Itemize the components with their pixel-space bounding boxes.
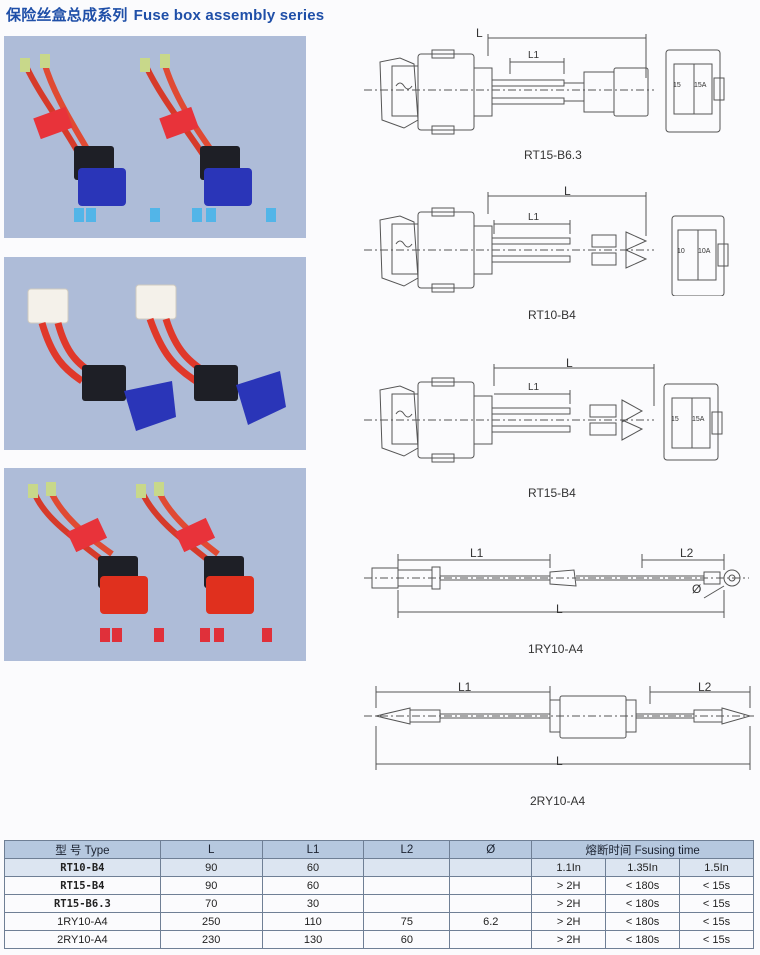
fuse-holder-white-connector-photo (4, 257, 306, 450)
cell-l1: 60 (261, 858, 365, 877)
fuse-rating-amp: 15A (694, 82, 707, 89)
white-connector-holder-left (27, 288, 176, 431)
fusing-sub-1: 1.1In (531, 858, 607, 877)
diameter-label: Ø (692, 582, 702, 596)
dim-l2-label: L2 (680, 546, 694, 560)
cell-l1: 110 (261, 912, 365, 931)
cell-diameter (449, 858, 533, 877)
cell-fusing-1: > 2H (531, 894, 607, 913)
dim-l2-label: L2 (698, 680, 712, 694)
cell-diameter: 6.2 (449, 912, 533, 931)
cell-type: 2RY10-A4 (4, 930, 161, 949)
table-row: RT15-B4 90 60 > 2H < 180s < 15s (4, 876, 754, 895)
cell-l1: 60 (261, 876, 365, 895)
fuse-rating-amp: 15A (692, 416, 705, 423)
cell-type: RT15-B4 (4, 876, 161, 895)
caption-rt10-b4: RT10-B4 (528, 308, 576, 322)
dim-l1-label: L1 (528, 50, 540, 61)
diagram-2ry10-a4: L1 L2 L (364, 678, 754, 778)
cell-l: 90 (159, 876, 263, 895)
diagram-1ry10-a4: L1 L2 L Ø (364, 540, 754, 630)
dim-l1-label: L1 (528, 382, 540, 393)
cell-l1: 30 (261, 894, 365, 913)
diagram-rt15-b4: L L1 15 15A (364, 356, 754, 466)
dim-l-label: L (556, 602, 563, 616)
fuse-holder-blue-cover-photo (4, 36, 306, 238)
cell-fusing-3: < 15s (679, 894, 754, 913)
cell-fusing-2: < 180s (605, 930, 681, 949)
page-title: 保险丝盒总成系列 Fuse box assembly series (6, 4, 324, 25)
cell-l2 (363, 894, 451, 913)
white-connector-holder-right (135, 284, 286, 425)
red-fuse-holder-left (28, 482, 148, 642)
cell-fusing-2: < 180s (605, 894, 681, 913)
table-row: RT15-B6.3 70 30 > 2H < 180s < 15s (4, 894, 754, 913)
header-l: L (159, 840, 263, 859)
caption-2ry10-a4: 2RY10-A4 (530, 794, 586, 808)
cell-diameter (449, 930, 533, 949)
cell-type: RT15-B6.3 (4, 894, 161, 913)
cell-l2 (363, 876, 451, 895)
specification-table: 型 号 Type L L1 L2 Ø 熔断时间 Fsusing time RT1… (4, 840, 754, 949)
cell-fusing-1: > 2H (531, 930, 607, 949)
header-l1: L1 (261, 840, 365, 859)
dim-l-label: L (556, 754, 563, 768)
cell-fusing-2: < 180s (605, 912, 681, 931)
cell-type: 1RY10-A4 (4, 912, 161, 931)
table-row: RT10-B4 90 60 1.1In 1.35In 1.5In (4, 858, 754, 877)
caption-rt15-b63: RT15-B6.3 (524, 148, 582, 162)
fuse-rating-small: 15 (673, 82, 681, 89)
cell-fusing-3: < 15s (679, 876, 754, 895)
red-fuse-holder-right (136, 482, 272, 642)
cell-type: RT10-B4 (4, 858, 161, 877)
table-header-row: 型 号 Type L L1 L2 Ø 熔断时间 Fsusing time (4, 840, 754, 859)
blue-fuse-holder-left (20, 54, 126, 222)
fuse-rating-amp: 10A (698, 248, 711, 255)
cell-diameter (449, 876, 533, 895)
fuse-holder-red-cover-photo (4, 468, 306, 661)
cell-l: 90 (159, 858, 263, 877)
table-row: 1RY10-A4 250 110 75 6.2 > 2H < 180s < 15… (4, 912, 754, 931)
dim-l-label: L (566, 356, 573, 370)
cell-fusing-3: < 15s (679, 912, 754, 931)
cell-l: 230 (159, 930, 263, 949)
dim-l1-label: L1 (470, 546, 484, 560)
blue-fuse-holder-right (140, 54, 276, 222)
caption-rt15-b4: RT15-B4 (528, 486, 576, 500)
diagram-rt10-b4: L L1 10 10A (364, 184, 754, 296)
fuse-rating-small: 15 (671, 416, 679, 423)
cell-fusing-1: > 2H (531, 876, 607, 895)
header-l2: L2 (363, 840, 451, 859)
header-type: 型 号 Type (4, 840, 161, 859)
caption-1ry10-a4: 1RY10-A4 (528, 642, 584, 656)
dim-l-label: L (476, 26, 483, 40)
cell-fusing-3: < 15s (679, 930, 754, 949)
cell-l2 (363, 858, 451, 877)
header-diameter: Ø (449, 840, 533, 859)
cell-fusing-2: < 180s (605, 876, 681, 895)
cell-l1: 130 (261, 930, 365, 949)
fusing-sub-2: 1.35In (605, 858, 681, 877)
dim-l1-label: L1 (528, 212, 540, 223)
fusing-sub-3: 1.5In (679, 858, 754, 877)
title-english: Fuse box assembly series (133, 7, 325, 24)
fuse-rating-small: 10 (677, 248, 685, 255)
cell-l: 250 (159, 912, 263, 931)
dim-l1-label: L1 (458, 680, 472, 694)
cell-l2: 60 (363, 930, 451, 949)
dim-l-label: L (564, 184, 571, 198)
cell-fusing-1: > 2H (531, 912, 607, 931)
title-chinese: 保险丝盒总成系列 (6, 6, 128, 24)
header-fusing-time: 熔断时间 Fsusing time (531, 840, 754, 859)
table-row: 2RY10-A4 230 130 60 > 2H < 180s < 15s (4, 930, 754, 949)
cell-l: 70 (159, 894, 263, 913)
cell-l2: 75 (363, 912, 451, 931)
cell-diameter (449, 894, 533, 913)
diagram-rt15-b63: L L1 15 15A (364, 26, 754, 138)
